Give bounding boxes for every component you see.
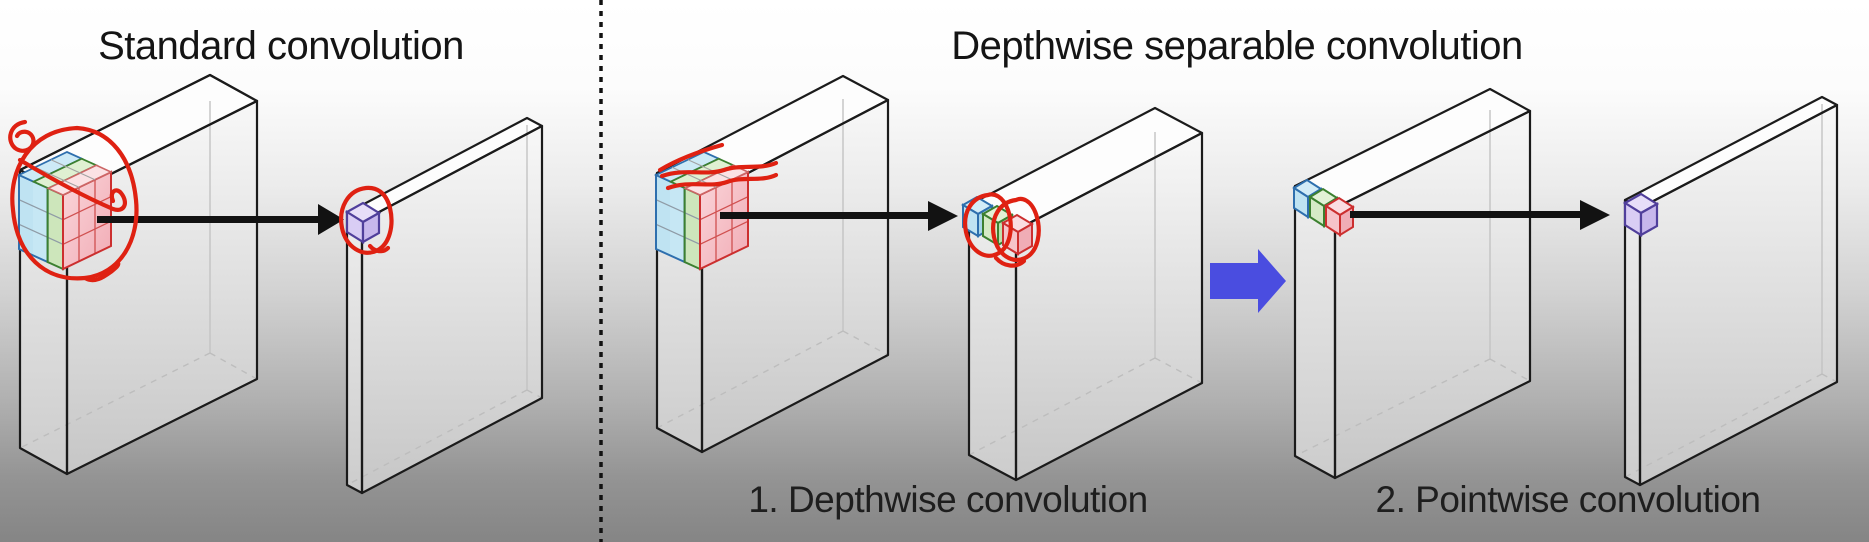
standard-section-graphics: [8, 73, 544, 495]
standard-output-pixel-cube: [344, 201, 382, 244]
pointwise-input-tensor: [1293, 87, 1532, 480]
stage-transition-arrow-icon: [1210, 249, 1286, 313]
standard-section-title: Standard convolution: [98, 24, 464, 68]
separable-section-title: Depthwise separable convolution: [951, 24, 1523, 68]
pointwise-input-cubes: [1292, 178, 1355, 237]
separable-section-graphics: [655, 74, 1839, 487]
pointwise-step-label: 2. Pointwise convolution: [1375, 479, 1761, 520]
standard-output-tensor: [345, 116, 544, 495]
pointwise-output-pixel-cube: [1622, 192, 1660, 237]
depthwise-conv-arrow-icon: [720, 201, 958, 231]
pointwise-output-tensor: [1623, 95, 1839, 487]
standard-conv-arrow-icon: [97, 204, 344, 235]
depthwise-output-tensor: [967, 106, 1204, 482]
depthwise-annotation-scribbles: [657, 142, 1041, 268]
depthwise-step-label: 1. Depthwise convolution: [748, 479, 1148, 520]
standard-annotation-scribbles: [8, 119, 394, 283]
pointwise-conv-arrow-icon: [1350, 200, 1610, 230]
